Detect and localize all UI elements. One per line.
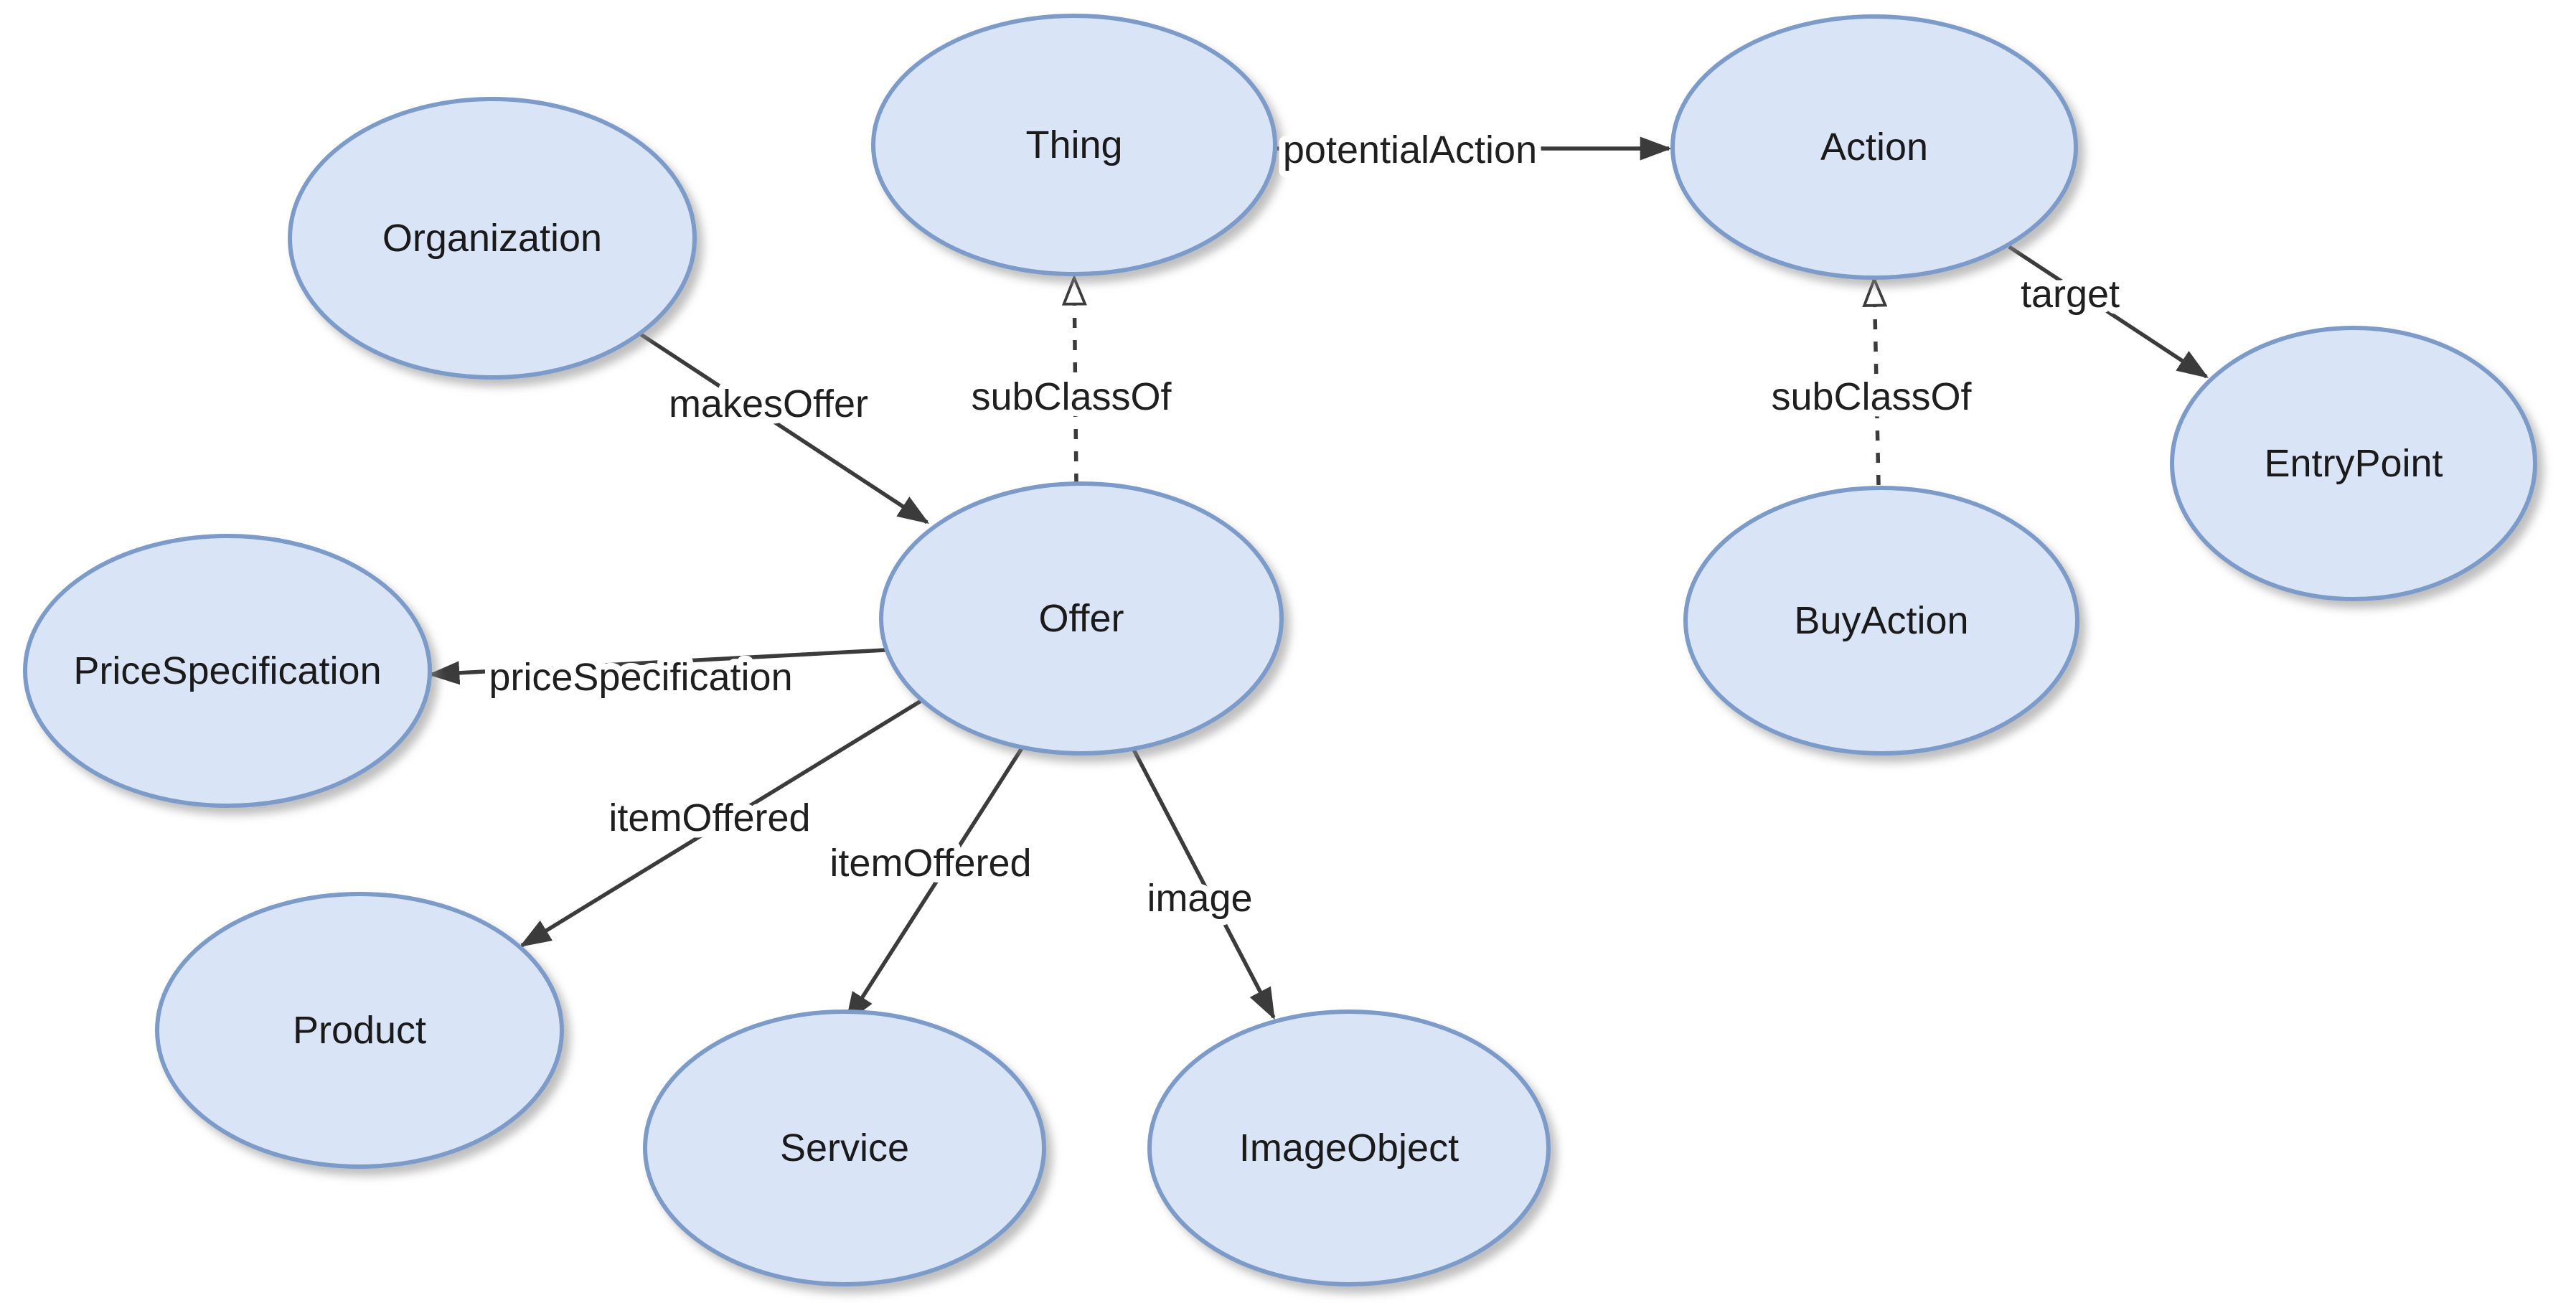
nodes-layer: Organization Thing ActionEntryPointBuyActi… <box>23 14 2537 1286</box>
edge-label-subclassof-offer: subClassOf <box>971 375 1172 418</box>
edge-line-makesoffer <box>639 332 930 524</box>
edge-label-itemoffered-product: itemOffered <box>608 796 810 839</box>
node-organization: Organization <box>288 97 697 380</box>
edge-label-target: target <box>2021 273 2120 316</box>
edge-labels-layer: potentialAction makesOffer subClassOf subCl… <box>482 122 2126 926</box>
node-entrypoint: EntryPoint <box>2170 326 2537 601</box>
edge-label-itemoffered-service: itemOffered <box>829 842 1031 885</box>
node-ellipse-thing <box>871 14 1277 276</box>
node-label-thing: Thing <box>1025 123 1122 166</box>
node-offer: Offer <box>879 481 1284 756</box>
node-label-entrypoint: EntryPoint <box>2264 442 2443 485</box>
edge-line-image <box>1131 747 1276 1020</box>
node-ellipse-pricespecification <box>23 534 432 808</box>
edges-layer <box>428 136 2209 1025</box>
node-ellipse-buyaction <box>1683 486 2079 756</box>
edge-makesoffer <box>639 332 930 524</box>
edge-itemoffered-service <box>845 747 1024 1025</box>
node-pricespecification: PriceSpecification <box>23 534 432 808</box>
node-ellipse-entrypoint <box>2170 326 2537 601</box>
node-label-imageobject: ImageObject <box>1239 1126 1459 1170</box>
node-action: Action <box>1670 14 2078 280</box>
node-thing: Thing <box>871 14 1277 276</box>
node-imageobject: ImageObject <box>1147 1010 1551 1286</box>
node-service: Service <box>643 1010 1046 1286</box>
edge-label-pricespecification: priceSpecification <box>489 656 792 699</box>
edge-itemoffered-product <box>519 698 923 948</box>
node-product: Product <box>155 892 564 1169</box>
node-label-service: Service <box>780 1126 909 1170</box>
node-ellipse-imageobject <box>1147 1010 1551 1286</box>
node-buyaction: BuyAction <box>1683 486 2079 756</box>
node-label-product: Product <box>293 1009 426 1052</box>
edge-image <box>1131 747 1276 1020</box>
edge-target <box>2008 245 2209 379</box>
edge-line-itemoffered-product <box>519 698 923 948</box>
node-label-pricespecification: PriceSpecification <box>73 649 381 692</box>
edge-label-potentialaction: potentialAction <box>1283 128 1537 171</box>
edge-line-target <box>2008 245 2209 379</box>
node-ellipse-offer <box>879 481 1284 756</box>
edge-label-makesoffer: makesOffer <box>669 382 868 425</box>
node-label-offer: Offer <box>1038 597 1124 640</box>
edge-line-pricespecification <box>428 648 886 685</box>
edge-line-itemoffered-service <box>845 747 1024 1025</box>
node-ellipse-service <box>643 1010 1046 1286</box>
node-ellipse-product <box>155 892 564 1169</box>
node-ellipse-organization <box>288 97 697 380</box>
edge-label-image: image <box>1147 877 1252 920</box>
node-label-organization: Organization <box>382 217 602 260</box>
edge-label-subclassof-buyaction: subClassOf <box>1771 375 1972 418</box>
edge-pricespecification <box>428 648 886 685</box>
node-label-buyaction: BuyAction <box>1794 599 1968 642</box>
node-ellipse-action <box>1670 14 2078 280</box>
node-label-action: Action <box>1820 126 1928 169</box>
